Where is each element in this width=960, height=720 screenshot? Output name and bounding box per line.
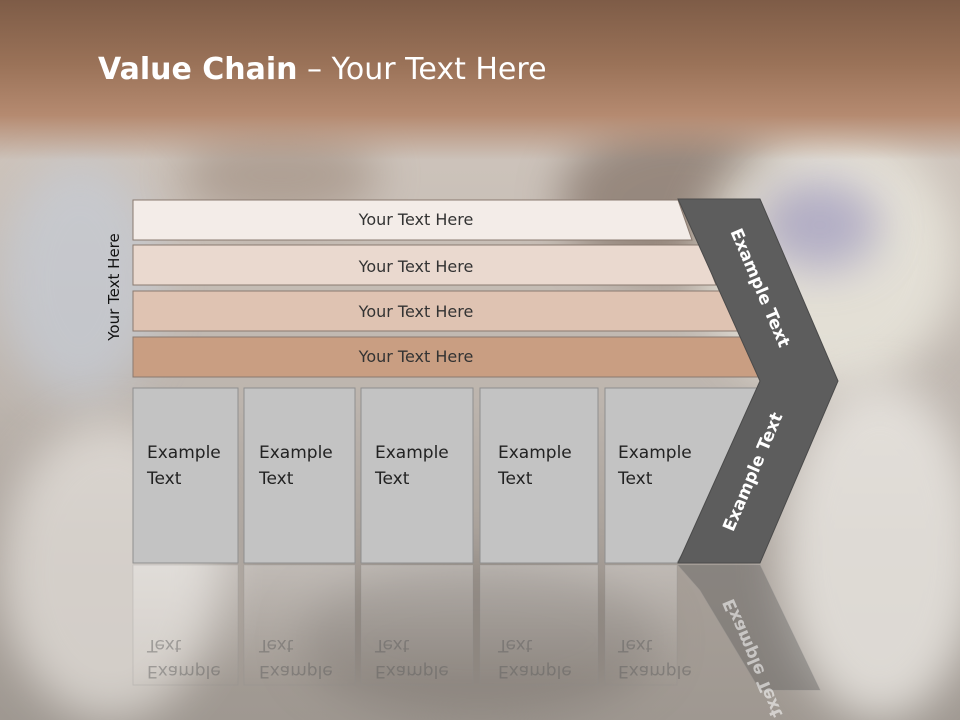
slide-title: Value Chain – Your Text Here [98, 52, 547, 87]
activity-box-3-label: Example Text [375, 440, 449, 492]
activity-box-1-reflection: Example Text [147, 632, 221, 684]
bar-2: Your Text Here [132, 244, 717, 286]
bar-1-label: Your Text Here [358, 210, 474, 229]
activity-box-4 [479, 387, 599, 564]
activity-box-3-line1: Example [375, 443, 449, 463]
activity-box-2 [243, 387, 356, 564]
title-bold: Value Chain [98, 52, 298, 87]
activity-box-5-label: Example Text [618, 440, 692, 492]
activity-boxes [132, 387, 763, 564]
reflection-line1: Example [259, 661, 333, 681]
activity-box-5-reflection: Example Text [618, 632, 692, 684]
bar-3-label: Your Text Here [358, 302, 474, 321]
activity-box-1-line1: Example [147, 443, 221, 463]
activity-box-2-label: Example Text [259, 440, 333, 492]
title-rest: – Your Text Here [297, 52, 547, 87]
bar-1: Your Text Here [132, 199, 693, 241]
bar-4-label: Your Text Here [358, 347, 474, 366]
activity-box-1 [132, 387, 239, 564]
reflection-line1: Example [618, 661, 692, 681]
activity-box-5-line2: Text [618, 469, 653, 489]
activity-box-5-line1: Example [618, 443, 692, 463]
bar-4: Your Text Here [132, 336, 764, 378]
activity-box-4-reflection: Example Text [498, 632, 572, 684]
bar-3: Your Text Here [132, 290, 740, 332]
header-band [0, 0, 960, 160]
reflection-line2: Text [259, 635, 294, 655]
reflection-line2: Text [375, 635, 410, 655]
activity-box-1-line2: Text [147, 469, 182, 489]
activity-box-1-label: Example Text [147, 440, 221, 492]
activity-box-2-reflection: Example Text [259, 632, 333, 684]
activity-box-4-line2: Text [498, 469, 533, 489]
reflection-line2: Text [618, 635, 653, 655]
reflection-line1: Example [498, 661, 572, 681]
activity-box-3 [360, 387, 474, 564]
activity-box-4-label: Example Text [498, 440, 572, 492]
reflection-line2: Text [147, 635, 182, 655]
activity-box-4-line1: Example [498, 443, 572, 463]
activity-box-2-line1: Example [259, 443, 333, 463]
activity-box-3-reflection: Example Text [375, 632, 449, 684]
reflection-line1: Example [375, 661, 449, 681]
reflection [132, 564, 821, 691]
bar-2-label: Your Text Here [358, 257, 474, 276]
reflection-line2: Text [498, 635, 533, 655]
activity-box-3-line2: Text [375, 469, 410, 489]
chevron-arrow [677, 198, 839, 564]
activity-box-2-line2: Text [259, 469, 294, 489]
reflection-line1: Example [147, 661, 221, 681]
